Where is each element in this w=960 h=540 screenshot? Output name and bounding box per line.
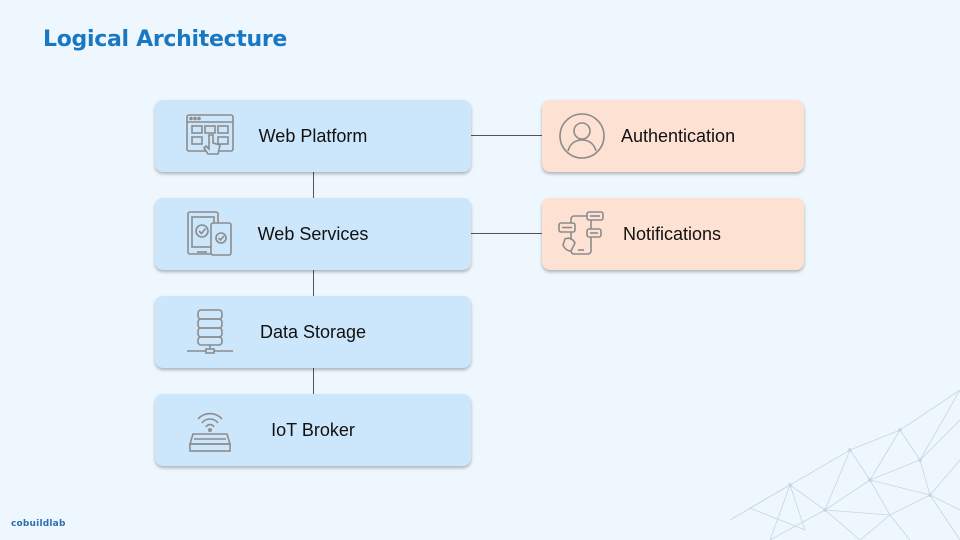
connector-services-storage (313, 269, 314, 296)
web-platform-label: Web Platform (258, 125, 368, 146)
data-storage-label: Data Storage (259, 321, 367, 342)
connector-services-notifications (471, 233, 542, 234)
web-dashboard-icon (185, 111, 235, 161)
authentication-label: Authentication (621, 125, 736, 146)
connector-storage-broker (313, 367, 314, 394)
connector-platform-services (313, 171, 314, 198)
data-storage-box: Data Storage (155, 296, 471, 368)
slide-title: Logical Architecture (43, 27, 288, 52)
decorative-mesh-graphic (730, 390, 960, 540)
brand-logo-text: cobuildlab (11, 519, 66, 529)
authentication-box: Authentication (542, 100, 804, 172)
connector-platform-authentication (471, 135, 542, 136)
notifications-box: Notifications (542, 198, 804, 270)
user-profile-icon (557, 111, 607, 161)
wifi-router-icon (185, 405, 235, 455)
web-services-label: Web Services (257, 223, 369, 244)
database-server-icon (185, 307, 235, 357)
web-platform-box: Web Platform (155, 100, 471, 172)
phone-messages-icon (557, 209, 607, 259)
web-services-box: Web Services (155, 198, 471, 270)
notifications-label: Notifications (623, 223, 722, 244)
devices-check-icon (185, 209, 235, 259)
iot-broker-box: IoT Broker (155, 394, 471, 466)
iot-broker-label: IoT Broker (271, 419, 355, 440)
